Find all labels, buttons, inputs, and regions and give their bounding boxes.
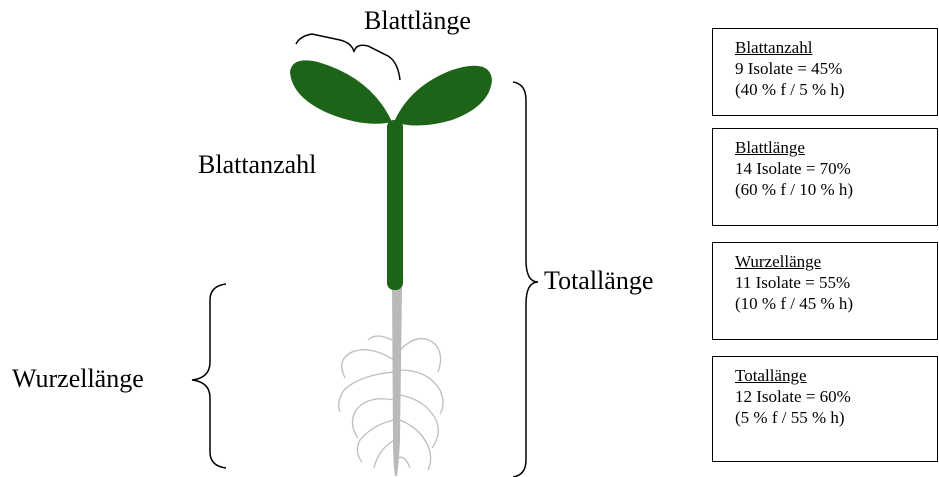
main-root xyxy=(392,288,402,476)
root-system xyxy=(339,336,443,470)
box-line: (10 % f / 45 % h) xyxy=(735,293,937,314)
info-box-blattlaenge: Blattlänge 14 Isolate = 70% (60 % f / 10… xyxy=(712,128,938,226)
box-title: Totallänge xyxy=(735,365,937,386)
right-leaf xyxy=(394,66,492,126)
stem xyxy=(387,120,403,290)
box-line: (40 % f / 5 % h) xyxy=(735,79,937,100)
left-leaf xyxy=(290,60,392,123)
info-box-wurzellaenge: Wurzellänge 11 Isolate = 55% (10 % f / 4… xyxy=(712,242,938,340)
totallaenge-brace xyxy=(513,82,538,477)
wurzellaenge-brace xyxy=(192,284,226,468)
box-line: 9 Isolate = 45% xyxy=(735,58,937,79)
box-title: Blattanzahl xyxy=(735,37,937,58)
box-line: (60 % f / 10 % h) xyxy=(735,179,937,200)
box-title: Blattlänge xyxy=(735,137,937,158)
info-box-totallaenge: Totallänge 12 Isolate = 60% (5 % f / 55 … xyxy=(712,356,938,462)
totallaenge-label: Totallänge xyxy=(544,266,653,296)
blattanzahl-label: Blattanzahl xyxy=(198,150,316,180)
box-title: Wurzellänge xyxy=(735,251,937,272)
wurzellaenge-label: Wurzellänge xyxy=(12,364,144,394)
box-line: 11 Isolate = 55% xyxy=(735,272,937,293)
box-line: 14 Isolate = 70% xyxy=(735,158,937,179)
info-box-blattanzahl: Blattanzahl 9 Isolate = 45% (40 % f / 5 … xyxy=(712,28,938,116)
box-line: (5 % f / 55 % h) xyxy=(735,407,937,428)
blattlaenge-label: Blattlänge xyxy=(364,6,471,36)
box-line: 12 Isolate = 60% xyxy=(735,386,937,407)
